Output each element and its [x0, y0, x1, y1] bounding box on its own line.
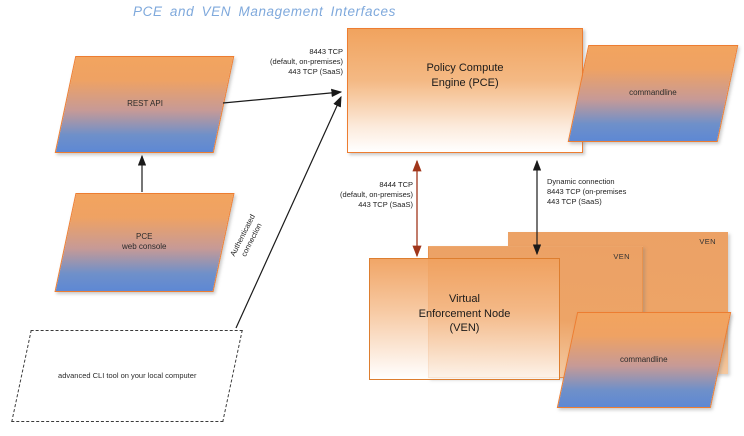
node-ven-front-label: Virtual Enforcement Node (VEN): [419, 292, 511, 337]
label-rest-to-pce-ports: 8443 TCP (default, on-premises) 443 TCP …: [246, 47, 343, 77]
label-pce-ven-dynamic-line2: 8443 TCP (on-premises: [547, 187, 627, 196]
label-rest-to-pce-line1: 8443 TCP: [309, 47, 343, 56]
label-pce-ven-dynamic-ports: Dynamic connection 8443 TCP (on-premises…: [547, 177, 659, 207]
node-pce-web-console: PCE web console: [54, 193, 235, 292]
label-pce-ven-mgmt-line3: 443 TCP (SaaS): [358, 200, 413, 209]
label-pce-ven-dynamic-line1: Dynamic connection: [547, 177, 615, 186]
node-pce: Policy Compute Engine (PCE): [347, 28, 583, 153]
label-pce-ven-dynamic-line3: 443 TCP (SaaS): [547, 197, 602, 206]
node-commandline-bottom: commandline: [556, 312, 732, 408]
label-pce-ven-mgmt-line1: 8444 TCP: [379, 180, 413, 189]
node-pce-web-console-label: PCE web console: [122, 232, 166, 253]
node-ven-back-label: VEN: [699, 237, 716, 246]
label-pce-ven-mgmt-ports: 8444 TCP (default, on-premises) 443 TCP …: [316, 180, 413, 210]
node-pce-line2: Engine (PCE): [431, 76, 499, 89]
node-pce-web-console-line1: PCE: [136, 232, 153, 242]
node-ven-front-line3: (VEN): [449, 322, 480, 335]
node-ven-front-line2: Enforcement Node: [418, 307, 511, 320]
diagram-title: PCE and VEN Management Interfaces: [133, 4, 396, 19]
arrow-restapi-to-pce: [222, 88, 343, 104]
node-commandline-top-label: commandline: [629, 88, 677, 98]
node-commandline-top: commandline: [567, 45, 739, 142]
node-rest-api-label: REST API: [126, 99, 163, 109]
node-pce-web-console-line2: web console: [122, 242, 167, 252]
node-ven-front-line1: Virtual: [449, 292, 480, 305]
label-rest-to-pce-line3: 443 TCP (SaaS): [288, 67, 343, 76]
node-ven-front: Virtual Enforcement Node (VEN): [369, 258, 560, 380]
node-advanced-cli-label: advanced CLI tool on your local computer: [57, 371, 197, 381]
node-rest-api: REST API: [54, 56, 235, 153]
label-rest-to-pce-line2: (default, on-premises): [270, 57, 343, 66]
label-pce-ven-mgmt-line2: (default, on-premises): [340, 190, 413, 199]
node-ven-middle-label: VEN: [613, 252, 630, 261]
node-pce-line1: Policy Compute: [426, 61, 504, 74]
node-commandline-bottom-label: commandline: [620, 354, 668, 364]
node-advanced-cli: advanced CLI tool on your local computer: [11, 330, 243, 422]
node-pce-label: Policy Compute Engine (PCE): [426, 61, 503, 91]
